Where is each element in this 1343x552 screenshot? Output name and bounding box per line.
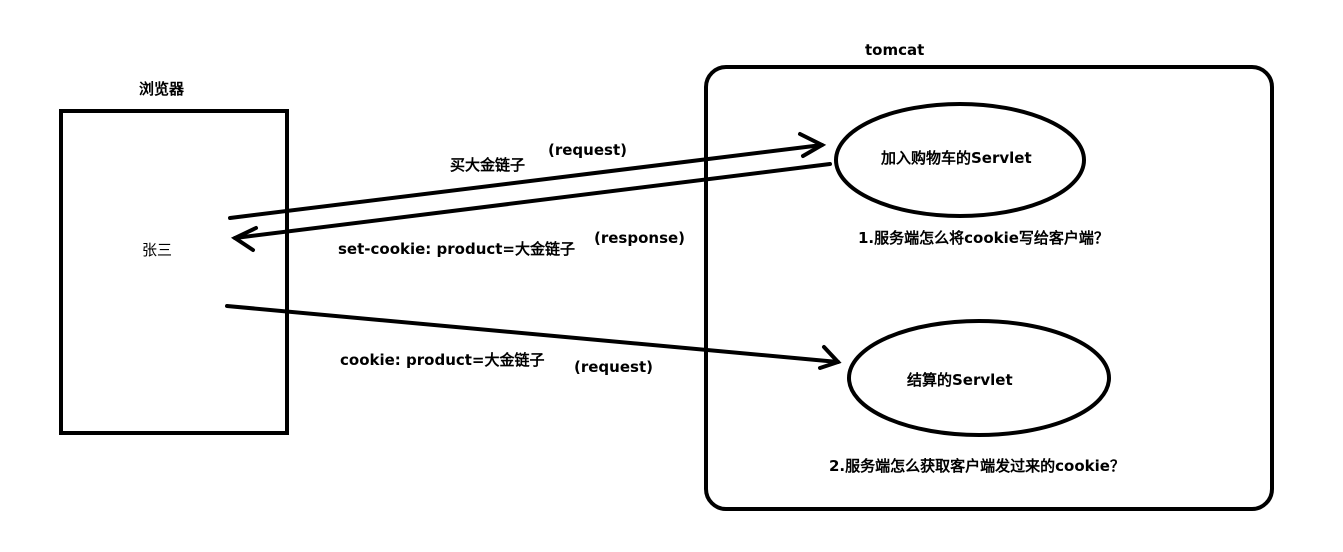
response-arrow-set-cookie xyxy=(230,162,832,252)
response-tag: (response) xyxy=(594,229,686,247)
set-cookie-label: set-cookie: product=大金链子 xyxy=(338,240,575,258)
browser-box xyxy=(59,109,289,435)
request-arrow-cookie xyxy=(225,304,842,370)
cookie-request-tag: (request) xyxy=(574,358,653,376)
checkout-servlet-label: 结算的Servlet xyxy=(907,371,1013,389)
browser-title: 浏览器 xyxy=(139,80,185,98)
question-read-cookie: 2.服务端怎么获取客户端发过来的cookie？ xyxy=(829,457,1125,475)
browser-user-label: 张三 xyxy=(142,241,173,259)
buy-request-tag: (request) xyxy=(548,141,627,159)
checkout-servlet-ellipse xyxy=(847,319,1111,437)
buy-label: 买大金链子 xyxy=(450,156,526,174)
tomcat-title: tomcat xyxy=(865,41,925,59)
request-arrow-buy xyxy=(228,132,827,220)
cart-servlet-label: 加入购物车的Servlet xyxy=(881,149,1032,167)
cookie-label: cookie: product=大金链子 xyxy=(340,351,545,369)
cart-servlet-ellipse xyxy=(834,102,1086,218)
question-write-cookie: 1.服务端怎么将cookie写给客户端？ xyxy=(858,229,1109,247)
tomcat-container xyxy=(704,65,1274,511)
